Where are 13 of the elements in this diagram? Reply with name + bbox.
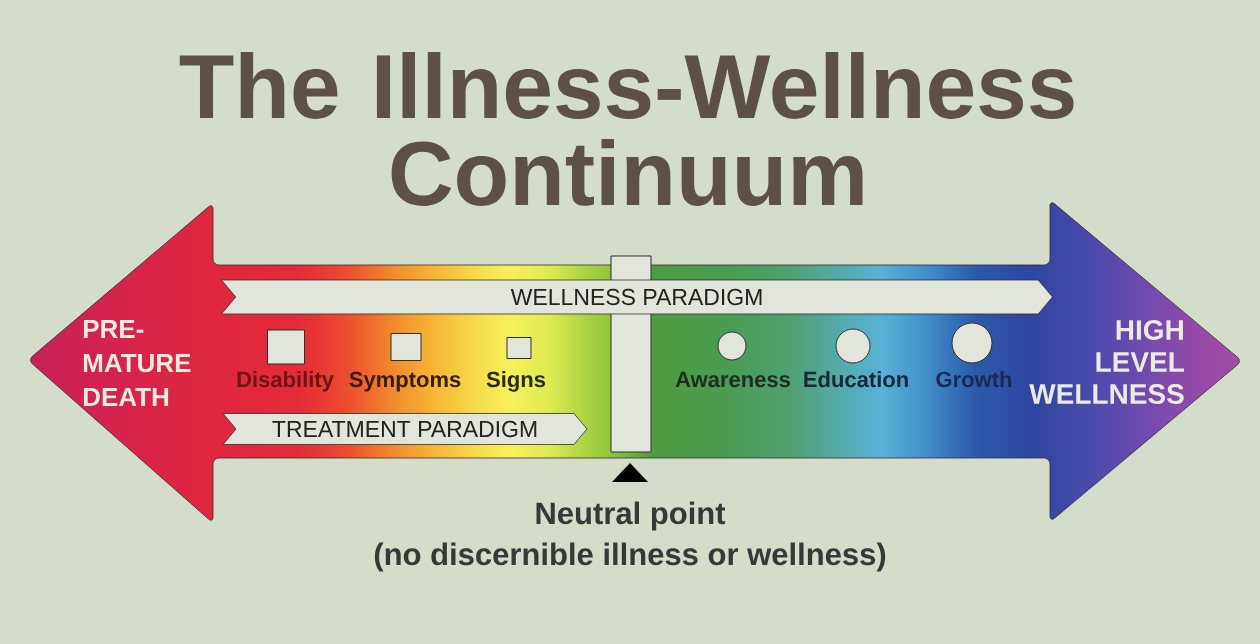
end-label: HIGH LEVEL WELLNESS xyxy=(1029,320,1184,404)
marker-label: Signs xyxy=(486,371,546,392)
bar-label: Neutral point xyxy=(536,501,726,531)
marker-label: Growth xyxy=(936,371,1012,388)
banner: TREATMENT PARADIGM xyxy=(222,413,588,445)
marker-label: Disability xyxy=(237,371,334,392)
marker-label: Awareness xyxy=(675,371,790,388)
title: The Illness-Wellness Continuum xyxy=(179,52,1074,206)
end-label: PRE- MATURE DEATH xyxy=(83,320,191,406)
marker-label: Education xyxy=(804,371,908,388)
banner: WELLNESS PARADIGM xyxy=(221,279,1053,315)
bar-label: (no discernible illness or wellness) xyxy=(374,542,886,572)
marker-label: Symptoms xyxy=(349,371,461,392)
